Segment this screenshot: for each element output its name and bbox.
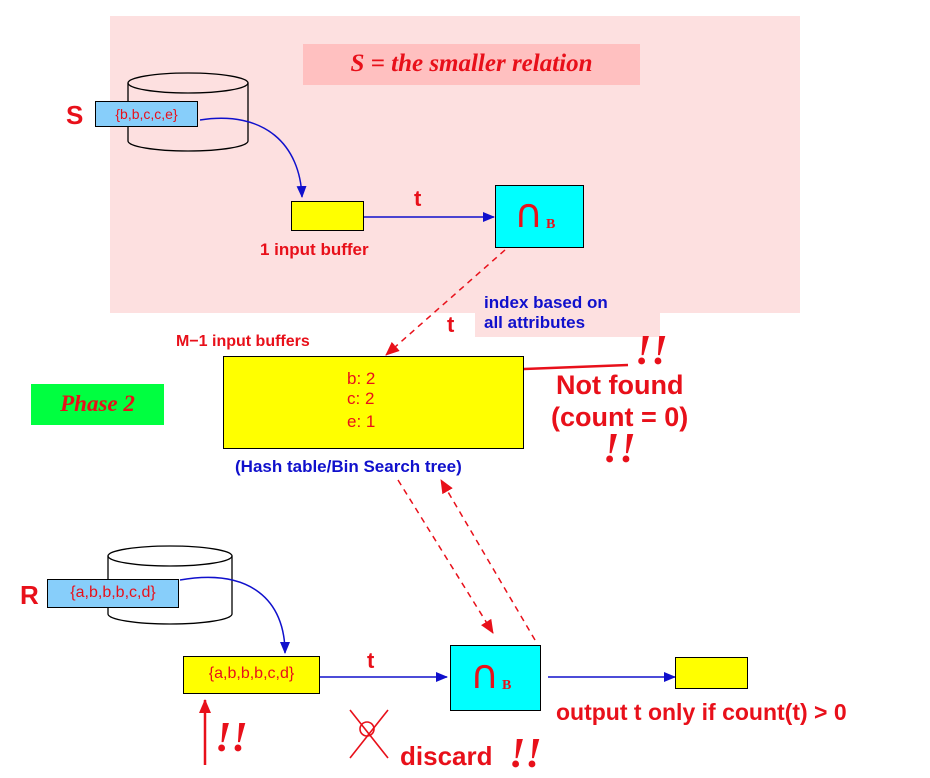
phase2-badge-box — [31, 384, 164, 425]
op-to-table-dashed-arrow — [385, 249, 506, 356]
relation-s-label: S — [66, 100, 84, 130]
phase1-tuple-label: t — [414, 186, 422, 211]
phase1-input-buffer — [291, 201, 364, 231]
relation-s-tuples-box — [95, 101, 198, 127]
probe-buffer-tuples: {a,b,b,b,c,d} — [208, 665, 295, 682]
buffers-label: M−1 input buffers — [176, 333, 310, 350]
exclaim-discard: !! — [509, 731, 542, 777]
table-to-probe-op-dashed-arrow — [397, 479, 494, 634]
s-to-buffer-arrow — [199, 117, 307, 198]
phase1-buffer-label: 1 input buffer — [260, 240, 369, 259]
phase1-title: S = the smaller relation — [350, 50, 593, 77]
exclaim-not-found: !! — [603, 426, 636, 472]
probe-intersect-operator — [450, 645, 541, 711]
phase1-title-box — [303, 44, 640, 85]
probe-op-to-table-dashed-arrow — [440, 479, 536, 641]
index-note-box — [475, 287, 660, 337]
structure-label: (Hash table/Bin Search tree) — [235, 457, 462, 476]
discard-label: discard — [400, 741, 493, 771]
exclaim-top: !! — [635, 328, 668, 374]
exclaim-probe-buffer: !! — [215, 715, 248, 761]
count-entry-e: e: 1 — [347, 412, 376, 431]
count-entry-c: c: 2 — [347, 389, 375, 408]
probe-input-buffer — [183, 656, 320, 694]
index-note-line2: all attributes — [484, 313, 586, 332]
relation-r-tuples-box — [47, 579, 179, 608]
phase1-op-subscript: B — [546, 217, 556, 232]
probe-tuple-label: t — [367, 648, 375, 673]
not-found-line1: Not found — [556, 370, 684, 400]
discard-cross-icon — [349, 709, 389, 759]
phase2-badge: Phase 2 — [60, 391, 135, 416]
hash-table-box — [223, 356, 524, 449]
relation-r-label: R — [20, 580, 39, 610]
phase2-tuple-label: t — [447, 312, 455, 337]
phase1-intersect-operator — [495, 185, 584, 248]
phase1-intersect-icon: ∩ — [514, 191, 544, 237]
relation-s-tuples: {b,b,c,c,e} — [115, 106, 178, 122]
count-entry-b: b: 2 — [347, 369, 376, 388]
output-label: output t only if count(t) > 0 — [556, 699, 847, 725]
not-found-line2: (count = 0) — [551, 402, 689, 432]
index-note-line1: index based on — [484, 293, 608, 312]
probe-op-subscript: B — [502, 678, 512, 693]
output-buffer — [675, 657, 748, 689]
r-to-buffer-arrow — [179, 576, 290, 654]
probe-intersect-icon: ∩ — [470, 652, 500, 698]
relation-r-tuples: {a,b,b,b,c,d} — [70, 584, 156, 601]
